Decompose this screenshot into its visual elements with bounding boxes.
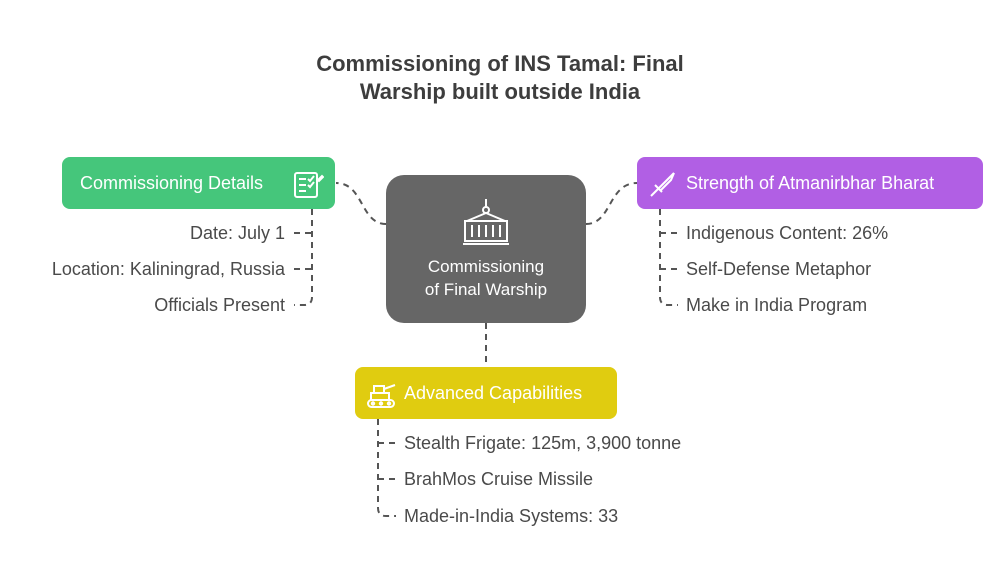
connector-commissioning-items bbox=[294, 209, 313, 306]
sword-icon bbox=[647, 168, 677, 220]
atmanirbhar-item-indigenous: Indigenous Content: 26% bbox=[686, 223, 889, 243]
commissioning-details-label: Commissioning Details bbox=[80, 173, 264, 193]
tank-icon bbox=[365, 378, 397, 430]
capabilities-item-stealth-frigate: Stealth Frigate: 125m, 3,900 tonne bbox=[404, 433, 682, 453]
central-topic-label: Commissioning of Final Warship bbox=[386, 255, 586, 301]
advanced-capabilities-node: Advanced Capabilities bbox=[355, 367, 617, 419]
commissioning-details-node: Commissioning Details bbox=[62, 157, 335, 209]
capabilities-item-made-in-india-systems: Made-in-India Systems: 33 bbox=[404, 506, 619, 526]
connector-atmanirbhar-items bbox=[659, 209, 678, 306]
commissioning-item-officials: Officials Present bbox=[154, 295, 285, 315]
connector-center-to-commissioning bbox=[335, 182, 387, 225]
atmanirbhar-strength-label: Strength of Atmanirbhar Bharat bbox=[686, 173, 935, 193]
atmanirbhar-item-make-in-india: Make in India Program bbox=[686, 295, 868, 315]
advanced-capabilities-label: Advanced Capabilities bbox=[404, 383, 583, 403]
title-line-2: Warship built outside India bbox=[359, 79, 641, 104]
commissioning-item-location: Location: Kaliningrad, Russia bbox=[51, 259, 285, 279]
connector-capabilities-items bbox=[377, 419, 396, 517]
checklist-icon bbox=[292, 168, 325, 220]
capabilities-item-brahmos: BrahMos Cruise Missile bbox=[404, 469, 594, 489]
central-label-line-2: of Final Warship bbox=[424, 280, 548, 299]
central-label-line-1: Commissioning bbox=[427, 257, 545, 276]
atmanirbhar-strength-node: Strength of Atmanirbhar Bharat bbox=[637, 157, 983, 209]
commissioning-item-date: Date: July 1 bbox=[189, 223, 285, 243]
central-topic-node: Commissioning of Final Warship bbox=[386, 175, 586, 323]
connector-center-to-atmanirbhar bbox=[585, 182, 638, 225]
atmanirbhar-item-self-defense: Self-Defense Metaphor bbox=[686, 259, 872, 279]
container-crane-icon bbox=[461, 197, 511, 252]
diagram-title: Commissioning of INS Tamal: Final Warshi… bbox=[250, 50, 750, 106]
title-line-1: Commissioning of INS Tamal: Final bbox=[316, 51, 684, 76]
